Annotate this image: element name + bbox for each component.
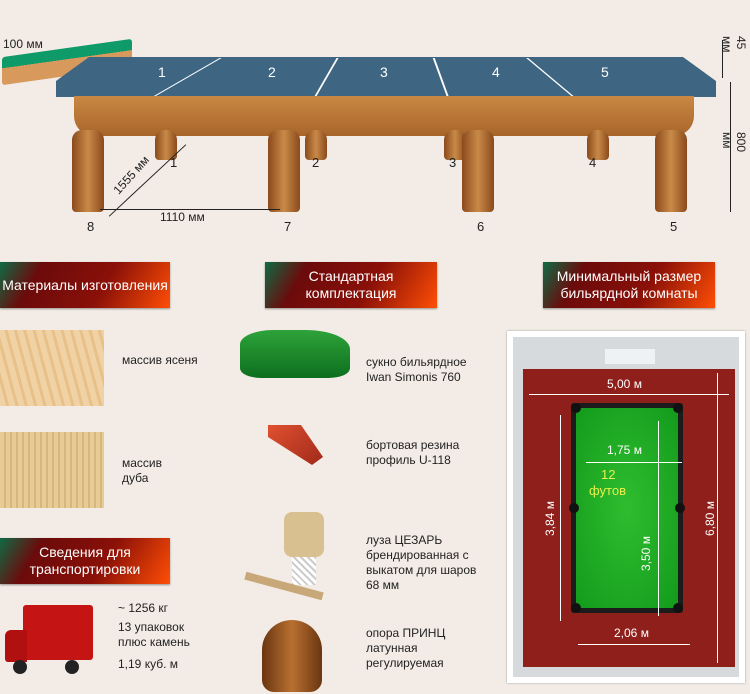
- outer-width-label: 2,06 м: [614, 626, 649, 640]
- wood-apron: [74, 96, 694, 136]
- slate-thickness-label: 45 мм: [720, 36, 748, 53]
- materials-header: Материалы изготовления: [0, 262, 170, 308]
- leg-number: 7: [284, 219, 292, 234]
- standard-item-label: опора ПРИНЦ латунная регулируемая: [366, 626, 446, 670]
- oak-wood-sample: [0, 432, 104, 508]
- pocket-icon: [244, 512, 334, 607]
- leg-number: 8: [87, 219, 95, 234]
- slate-number: 2: [268, 64, 276, 80]
- leg-number: 5: [670, 219, 678, 234]
- room-length-label: 6,80 м: [703, 501, 717, 536]
- transport-weight: ~ 1256 кг: [118, 601, 168, 615]
- leg-number: 4: [589, 155, 597, 170]
- room-plan: 5,00 м 6,80 м 1,75 м 3,50 м 3,84 м 2,06 …: [507, 331, 745, 683]
- material-label: массив дуба: [122, 456, 163, 485]
- transport-header: Сведения для транспортировки: [0, 538, 170, 584]
- rail-width-label: 100 мм: [3, 37, 43, 51]
- slate-number: 1: [158, 64, 166, 80]
- standard-item-label: сукно бильярдное Iwan Simonis 760: [366, 355, 467, 384]
- leg-number: 3: [449, 155, 457, 170]
- transport-volume: 1,19 куб. м: [118, 657, 178, 671]
- table-size-number: 12: [601, 467, 616, 482]
- leg-spacing-label: 1110 мм: [160, 210, 205, 224]
- slate-number: 3: [380, 64, 388, 80]
- leg-number: 2: [312, 155, 320, 170]
- transport-packages: 13 упаковок плюс камень: [118, 620, 190, 649]
- standard-item-label: луза ЦЕЗАРЬ брендированная с выкатом для…: [366, 533, 477, 592]
- slate-top: [56, 57, 716, 97]
- material-label: массив ясеня: [122, 353, 198, 367]
- table-size-unit: футов: [589, 483, 626, 498]
- leg-number: 1: [170, 155, 178, 170]
- diagonal-label: 1555 мм: [110, 153, 153, 197]
- outer-length-label: 3,84 м: [543, 501, 557, 536]
- standard-item-label: бортовая резина профиль U-118: [366, 438, 460, 467]
- slate-number: 4: [492, 64, 500, 80]
- standard-header: Стандартная комплектация: [265, 262, 437, 308]
- room-width-label: 5,00 м: [607, 377, 642, 391]
- height-label: 800 мм: [720, 132, 748, 153]
- room-header: Минимальный размер бильярдной комнаты: [543, 262, 715, 308]
- cloth-icon: [240, 330, 350, 378]
- slate-number: 5: [601, 64, 609, 80]
- ash-wood-sample: [0, 330, 104, 406]
- leg-support-icon: [262, 620, 322, 692]
- truck-icon: [5, 605, 105, 685]
- table-length-label: 3,50 м: [639, 536, 653, 571]
- billiard-table: [569, 403, 685, 613]
- table-width-label: 1,75 м: [607, 443, 642, 457]
- cushion-rubber-icon: [268, 425, 323, 465]
- leg-number: 6: [477, 219, 485, 234]
